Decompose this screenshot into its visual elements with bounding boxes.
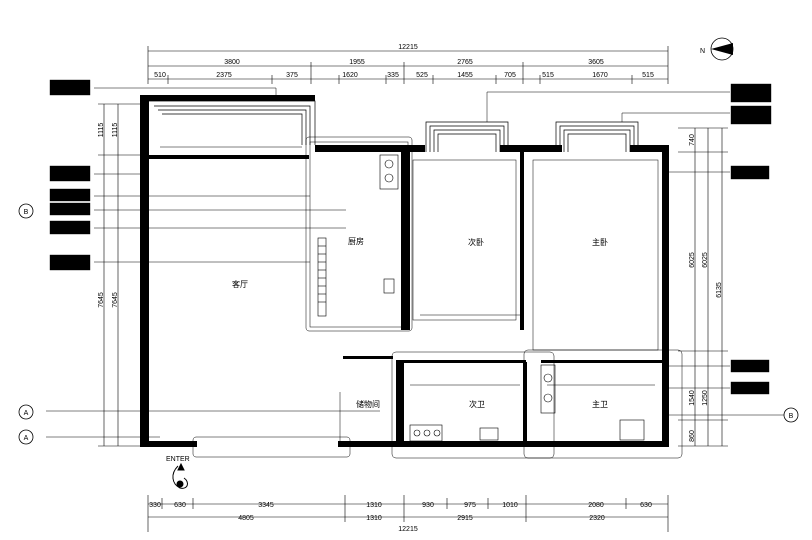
axis-bubbles: [18, 203, 799, 445]
bottom-sub-dim-2: 1310: [366, 515, 382, 522]
room-label-kitchen: 厨房: [348, 236, 364, 246]
top-sub-dim-1: 510: [154, 72, 166, 79]
bottom-dim-1: 330: [149, 502, 161, 509]
right-dim-4: 6135: [716, 282, 723, 298]
room-label-bath2: 次卫: [469, 399, 485, 409]
top-sub-dim-7: 1455: [457, 72, 473, 79]
left-dim-1: 1115: [98, 123, 105, 138]
room-label-bath-master: 主卫: [592, 399, 608, 409]
top-dim-4: 3605: [588, 59, 604, 66]
interior-detail-lines: [160, 136, 683, 459]
top-sub-dim-6: 525: [416, 72, 428, 79]
bottom-dimension-chain: [147, 495, 669, 532]
right-dim-1: 740: [689, 134, 696, 146]
bottom-dim-4: 1310: [366, 502, 382, 509]
top-sub-dim-9: 515: [542, 72, 554, 79]
room-label-storage: 储物间: [356, 399, 380, 409]
top-sub-dim-11: 515: [642, 72, 654, 79]
interior-walls: [343, 152, 665, 447]
top-dim-3: 2765: [457, 59, 473, 66]
axis-bubble-2: A: [24, 410, 29, 417]
top-sub-dim-8: 705: [504, 72, 516, 79]
entry-label: ENTER: [166, 456, 190, 463]
bottom-dim-2: 630: [174, 502, 186, 509]
right-dim-2: 6025: [689, 252, 696, 268]
bottom-dim-3: 3345: [258, 502, 274, 509]
top-dimension-chain: [147, 46, 669, 84]
left-dim-4: 7645: [112, 292, 119, 308]
living-room-window: [149, 100, 316, 145]
bottom-dim-8: 2080: [588, 502, 604, 509]
entry-arrow-icon: [172, 462, 188, 489]
axis-bubble-4: B: [789, 413, 794, 420]
right-dim-5: 1540: [689, 390, 696, 406]
right-dim-6: 1250: [702, 390, 709, 406]
right-dim-3: 6025: [702, 252, 709, 268]
north-label: N: [700, 48, 705, 55]
axis-bubble-1: B: [24, 209, 29, 216]
top-sub-dim-3: 375: [286, 72, 298, 79]
bottom-total-dim: 12215: [398, 526, 418, 533]
top-sub-dim-10: 1670: [592, 72, 608, 79]
left-dimension-chain: [98, 103, 140, 447]
bottom-dim-9: 630: [640, 502, 652, 509]
room-label-bedroom2: 次卧: [468, 237, 484, 247]
bath-fixtures: [409, 364, 645, 442]
left-callout-leaders: [46, 87, 380, 438]
top-dim-2: 1955: [349, 59, 365, 66]
bay-window-top-right: [555, 121, 639, 152]
callout-tag-boxes: [49, 79, 772, 395]
bottom-dim-6: 975: [464, 502, 476, 509]
bottom-sub-dim-1: 4805: [238, 515, 254, 522]
top-total-dim: 12215: [398, 44, 418, 51]
room-label-living: 客厅: [232, 279, 248, 289]
bottom-sub-dim-3: 2915: [457, 515, 473, 522]
left-dim-2: 1115: [112, 123, 119, 138]
left-dim-3: 7645: [98, 292, 105, 308]
bay-window-top-left: [425, 121, 509, 152]
north-arrow-icon: N: [700, 37, 734, 61]
top-sub-dim-5: 335: [387, 72, 399, 79]
right-dim-7: 860: [689, 430, 696, 442]
top-sub-dim-2: 2375: [216, 72, 232, 79]
kitchen-counter: [317, 154, 399, 317]
top-sub-dim-4: 1620: [342, 72, 358, 79]
right-callout-leaders: [486, 91, 784, 416]
bottom-dim-7: 1010: [502, 502, 518, 509]
room-label-master: 主卧: [592, 237, 608, 247]
bottom-sub-dim-4: 2320: [589, 515, 605, 522]
right-dimension-chain: [678, 127, 728, 447]
axis-bubble-3: A: [24, 435, 29, 442]
top-dim-1: 3800: [224, 59, 240, 66]
exterior-walls: [140, 95, 669, 447]
bottom-dim-5: 930: [422, 502, 434, 509]
